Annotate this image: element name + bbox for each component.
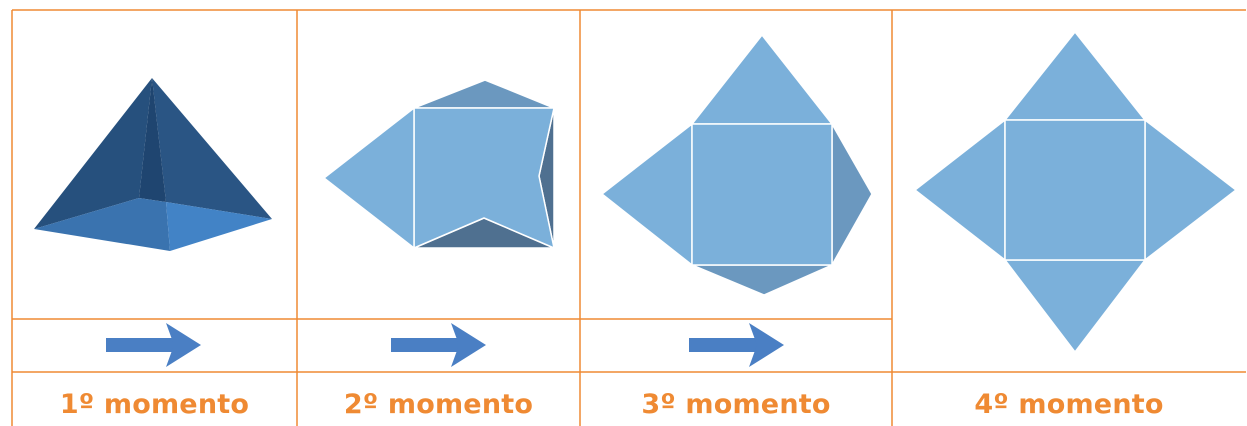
pyramid-back-face: [34, 78, 152, 229]
right-arrow-icon: [106, 323, 201, 367]
right-face-flat: [1144, 119, 1237, 261]
pyramid-base-left: [34, 198, 170, 251]
left-face-flat: [914, 119, 1006, 261]
step-3-caption: 3º momento: [641, 388, 831, 420]
right-arrow-icon: [391, 323, 486, 367]
top-face-flat: [1004, 31, 1146, 121]
step-2-caption: 2º momento: [343, 388, 534, 420]
pyramid-net: [914, 31, 1237, 353]
solid-pyramid: [34, 78, 272, 251]
right-face-folding: [831, 123, 873, 266]
step-4-caption: 4º momento: [974, 388, 1164, 420]
partially-unfolded-pyramid: [323, 79, 555, 249]
bottom-face-flat: [1004, 259, 1146, 353]
table-grid: [11, 9, 1246, 426]
top-face-flat: [691, 34, 833, 125]
bottom-face-folding: [691, 264, 833, 296]
pyramid-base-right: [166, 202, 272, 251]
right-arrow-icon: [689, 323, 784, 367]
left-face-flat: [601, 123, 693, 266]
pyramid-right-face: [152, 78, 272, 219]
mostly-unfolded-pyramid: [601, 34, 873, 296]
step-1-caption: 1º momento: [59, 388, 250, 420]
pyramid-inner-face: [139, 78, 166, 202]
left-face-flat: [323, 107, 415, 249]
arrow-row: [106, 323, 784, 367]
top-face-folding: [413, 79, 555, 109]
square-base: [1004, 119, 1146, 261]
square-base: [691, 123, 833, 266]
